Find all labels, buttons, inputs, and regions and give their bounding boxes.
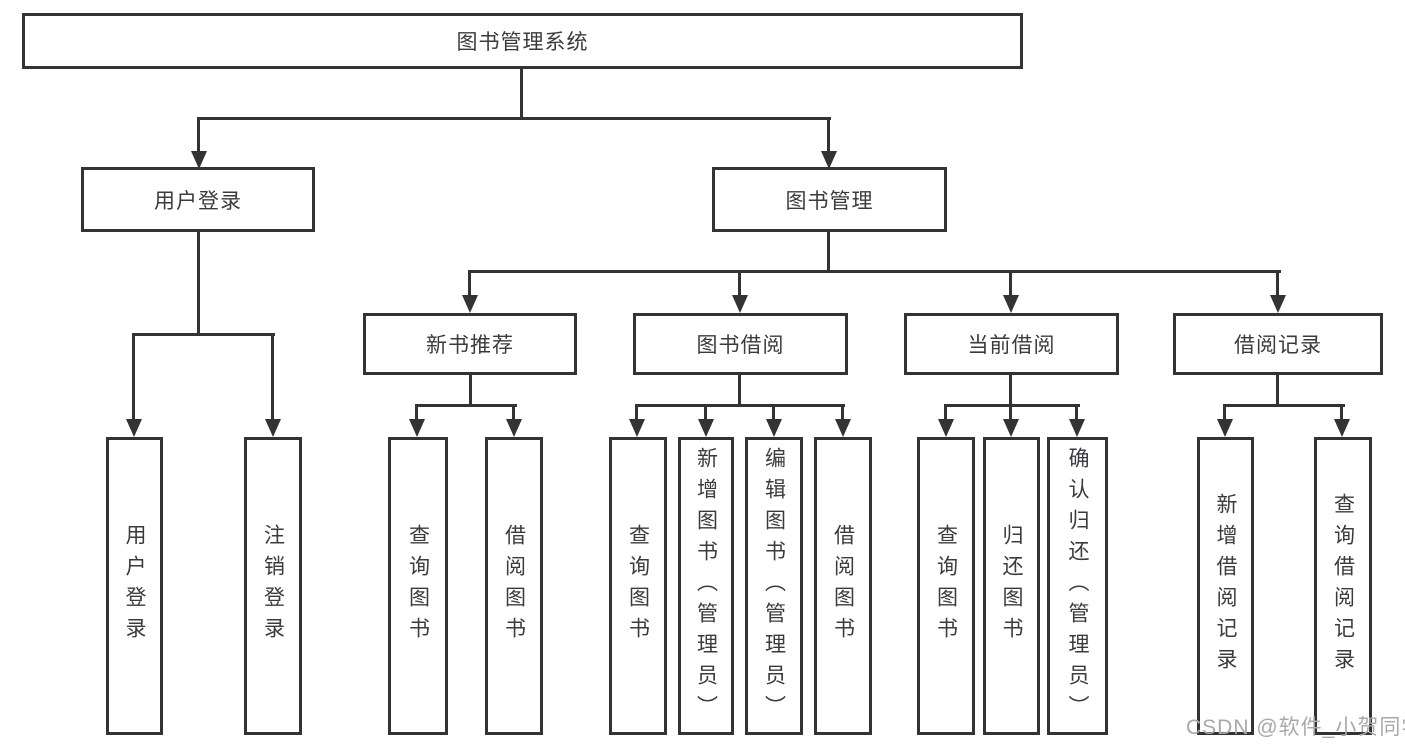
arrowhead-icon <box>732 295 748 313</box>
leaf-borrow-books-recommend-label: 借阅图书 <box>502 524 526 648</box>
connector-line <box>1340 404 1343 419</box>
connector-line <box>1075 404 1078 419</box>
node-book-borrow-label: 图书借阅 <box>696 334 785 357</box>
leaf-logout-label: 注销登录 <box>261 524 285 648</box>
leaf-edit-book-admin: 编辑图书（管理员） <box>745 437 803 735</box>
node-borrow-records-label: 借阅记录 <box>1234 334 1322 357</box>
connector-line <box>635 404 638 419</box>
connector-line <box>1223 404 1226 419</box>
node-user-login-label: 用户登录 <box>154 189 242 213</box>
leaf-borrow-books-recommend: 借阅图书 <box>485 437 543 735</box>
node-current-borrow: 当前借阅 <box>904 313 1119 375</box>
connector-line <box>738 374 741 406</box>
arrowhead-icon <box>1003 419 1019 437</box>
arrowhead-icon <box>462 295 478 313</box>
node-book-borrow: 图书借阅 <box>633 313 848 375</box>
leaf-query-books-current-label: 查询图书 <box>934 524 958 648</box>
connector-line <box>415 404 418 419</box>
connector-line <box>636 404 845 407</box>
connector-line <box>944 404 947 419</box>
node-new-book-recommend-label: 新书推荐 <box>426 334 514 357</box>
leaf-edit-book-admin-label: 编辑图书（管理员） <box>762 446 786 726</box>
leaf-borrow-books-2: 借阅图书 <box>814 437 872 735</box>
connector-line <box>469 374 472 406</box>
connector-line <box>738 270 741 295</box>
arrowhead-icon <box>409 419 425 437</box>
connector-line <box>827 232 830 272</box>
connector-line <box>772 404 775 419</box>
connector-line <box>469 270 1281 273</box>
leaf-query-books-recommend: 查询图书 <box>388 437 448 735</box>
arrowhead-icon <box>938 419 954 437</box>
connector-line <box>827 117 830 151</box>
arrowhead-icon <box>1069 419 1085 437</box>
node-current-borrow-label: 当前借阅 <box>967 334 1056 357</box>
node-book-management: 图书管理 <box>712 167 947 232</box>
connector-line <box>468 270 471 295</box>
arrowhead-icon <box>698 419 714 437</box>
leaf-user-login: 用户登录 <box>106 437 163 735</box>
leaf-return-book: 归还图书 <box>983 437 1040 735</box>
connector-line <box>1009 404 1012 419</box>
leaf-return-book-label: 归还图书 <box>1000 524 1024 648</box>
arrowhead-icon <box>1217 419 1233 437</box>
connector-line <box>1276 270 1279 295</box>
leaf-query-books-recommend-label: 查询图书 <box>406 524 430 648</box>
leaf-query-books-borrow: 查询图书 <box>609 437 667 735</box>
node-borrow-records: 借阅记录 <box>1173 313 1383 375</box>
connector-line <box>1009 374 1012 406</box>
arrowhead-icon <box>1270 295 1286 313</box>
csdn-watermark: CSDN @软件_小贺同学 <box>1186 716 1405 739</box>
arrowhead-icon <box>1334 419 1350 437</box>
connector-line <box>197 232 200 335</box>
connector-line <box>512 404 515 419</box>
leaf-add-borrow-record-label: 新增借阅记录 <box>1214 493 1238 679</box>
connector-line <box>132 333 275 336</box>
leaf-add-book-admin-label: 新增图书（管理员） <box>694 446 718 726</box>
connector-line <box>704 404 707 419</box>
connector-line <box>944 404 1080 407</box>
node-root: 图书管理系统 <box>22 13 1023 69</box>
arrowhead-icon <box>191 151 207 169</box>
leaf-add-book-admin: 新增图书（管理员） <box>678 437 734 735</box>
connector-line <box>132 333 135 419</box>
arrowhead-icon <box>821 151 837 169</box>
leaf-add-borrow-record: 新增借阅记录 <box>1197 437 1254 735</box>
node-new-book-recommend: 新书推荐 <box>363 313 577 375</box>
arrowhead-icon <box>265 419 281 437</box>
connector-line <box>271 333 274 419</box>
connector-line <box>416 404 517 407</box>
node-root-label: 图书管理系统 <box>456 31 589 54</box>
leaf-query-borrow-record-label: 查询借阅记录 <box>1331 493 1355 679</box>
leaf-user-login-label: 用户登录 <box>123 524 147 648</box>
arrowhead-icon <box>766 419 782 437</box>
leaf-confirm-return-admin: 确认归还（管理员） <box>1047 437 1108 735</box>
leaf-query-borrow-record: 查询借阅记录 <box>1314 437 1372 735</box>
arrowhead-icon <box>126 419 142 437</box>
arrowhead-icon <box>506 419 522 437</box>
connector-line <box>1009 270 1012 295</box>
arrowhead-icon <box>1003 295 1019 313</box>
leaf-confirm-return-admin-label: 确认归还（管理员） <box>1066 446 1090 726</box>
arrowhead-icon <box>835 419 851 437</box>
leaf-query-books-borrow-label: 查询图书 <box>626 524 650 648</box>
leaf-logout: 注销登录 <box>244 437 302 735</box>
arrowhead-icon <box>629 419 645 437</box>
connector-line <box>197 117 831 120</box>
node-book-management-label: 图书管理 <box>785 189 874 213</box>
connector-line <box>1276 374 1279 406</box>
connector-line <box>197 117 200 151</box>
connector-line <box>841 404 844 419</box>
connector-line <box>520 66 523 119</box>
leaf-borrow-books-2-label: 借阅图书 <box>831 524 855 648</box>
node-user-login: 用户登录 <box>81 167 315 232</box>
connector-line <box>1223 404 1345 407</box>
leaf-query-books-current: 查询图书 <box>917 437 975 735</box>
